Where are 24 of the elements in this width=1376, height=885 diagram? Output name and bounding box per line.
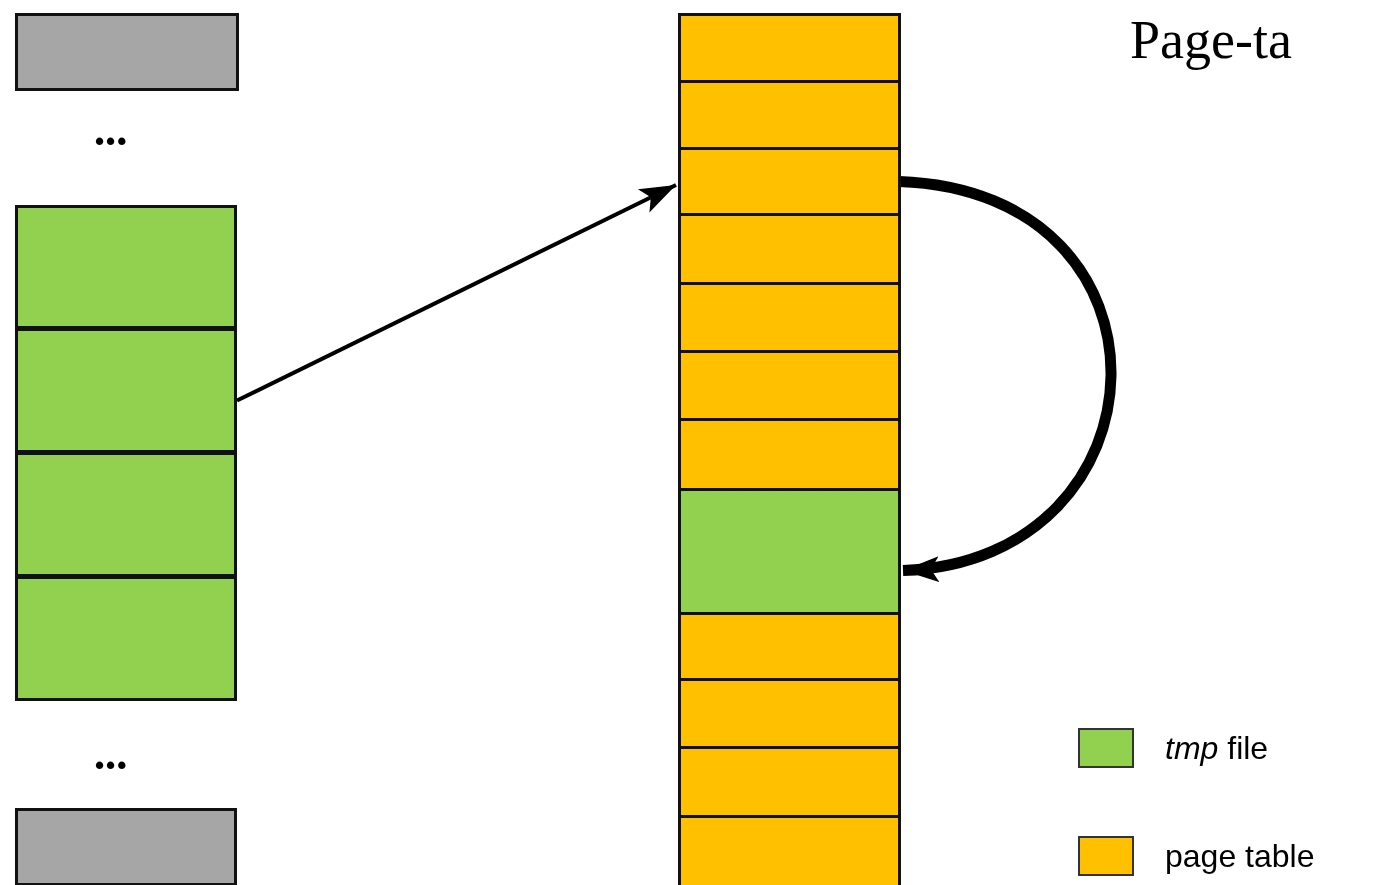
table-entry (678, 213, 901, 285)
table-entry (678, 488, 901, 615)
table-entry (678, 678, 901, 749)
memory-block (15, 328, 237, 453)
memory-block (15, 576, 237, 701)
legend-text: page table (1165, 837, 1315, 876)
memory-block (15, 205, 237, 329)
table-entry (678, 418, 901, 491)
table-entry (678, 815, 901, 885)
table-entry (678, 13, 901, 83)
table-entry (678, 746, 901, 818)
table-entry (678, 147, 901, 216)
ellipsis-label: ••• (95, 752, 129, 778)
table-entry (678, 282, 901, 353)
title: Page-ta (1130, 9, 1292, 72)
memory-block (15, 452, 237, 577)
table-entry (678, 350, 901, 421)
legend-text: tmp file (1165, 729, 1269, 768)
ellipsis-label: ••• (95, 128, 129, 154)
arrow (236, 183, 677, 403)
memory-block (15, 808, 237, 885)
memory-block (15, 13, 239, 91)
table-entry (678, 612, 901, 681)
table-entry (678, 80, 901, 150)
